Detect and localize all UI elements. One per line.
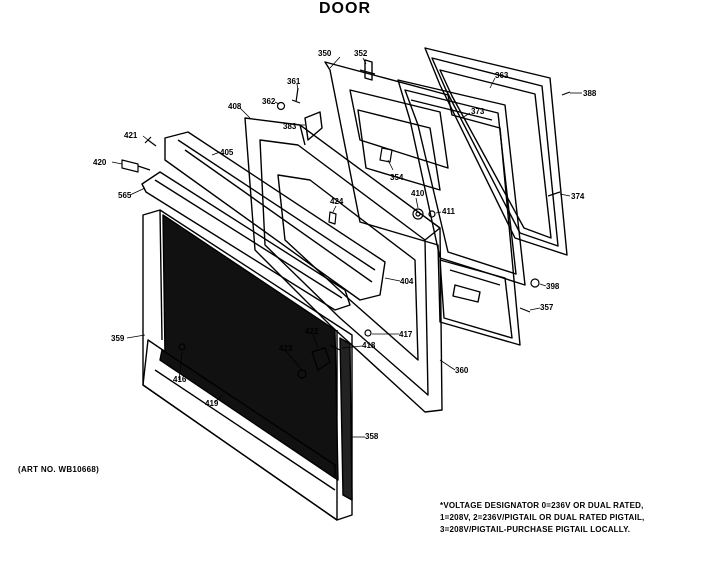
callout-565: 565	[118, 191, 132, 200]
callout-360: 360	[455, 366, 469, 375]
voltage-note-line-2: 1=208V, 2=236V/PIGTAIL OR DUAL RATED PIG…	[440, 513, 645, 522]
callout-418: 418	[362, 341, 376, 350]
callout-374: 374	[571, 192, 585, 201]
art-number: (ART NO. WB10668)	[18, 465, 100, 474]
callout-388: 388	[583, 89, 597, 98]
callout-411: 411	[442, 207, 455, 216]
callout-358: 358	[365, 432, 379, 441]
callout-423: 423	[279, 344, 293, 353]
callout-419: 419	[205, 399, 219, 408]
callout-417: 417	[399, 330, 413, 339]
callout-362: 362	[262, 97, 276, 106]
callout-424: 424	[330, 197, 344, 206]
callout-404: 404	[400, 277, 414, 286]
voltage-note-line-3: 3=208V/PIGTAIL-PURCHASE PIGTAIL LOCALLY.	[440, 525, 631, 534]
callout-350: 350	[318, 49, 332, 58]
part-405-top-trim	[164, 131, 386, 301]
part-383-bracket	[304, 111, 323, 141]
diagram-title: DOOR	[319, 0, 371, 17]
callout-352: 352	[354, 49, 368, 58]
part-352-clip	[364, 59, 373, 81]
part-358-glass	[162, 214, 353, 501]
callout-422: 422	[305, 327, 319, 336]
callout-416: 416	[173, 375, 187, 384]
callout-labels: 350 352 363 388 361 362 408 383 373 421 …	[93, 49, 597, 441]
callout-405: 405	[220, 148, 234, 157]
part-419-bottom-strip	[154, 349, 336, 491]
callout-398: 398	[546, 282, 560, 291]
callout-373: 373	[471, 107, 485, 116]
leader-lines	[111, 56, 582, 438]
voltage-note-line-1: *VOLTAGE DESIGNATOR 0=236V OR DUAL RATED…	[440, 501, 644, 510]
small-hardware	[121, 87, 571, 379]
callout-421: 421	[124, 131, 138, 140]
callout-383: 383	[283, 122, 297, 131]
callout-408: 408	[228, 102, 242, 111]
callout-359: 359	[111, 334, 125, 343]
callout-357: 357	[540, 303, 554, 312]
part-350-inner-liner	[324, 61, 521, 346]
callout-363: 363	[495, 71, 509, 80]
part-408-door-panel	[244, 117, 443, 413]
callout-361: 361	[287, 77, 301, 86]
callout-410: 410	[411, 189, 425, 198]
callout-420: 420	[93, 158, 107, 167]
part-565-handle	[141, 171, 351, 311]
callout-354: 354	[390, 173, 404, 182]
voltage-notes: *VOLTAGE DESIGNATOR 0=236V OR DUAL RATED…	[440, 500, 715, 536]
